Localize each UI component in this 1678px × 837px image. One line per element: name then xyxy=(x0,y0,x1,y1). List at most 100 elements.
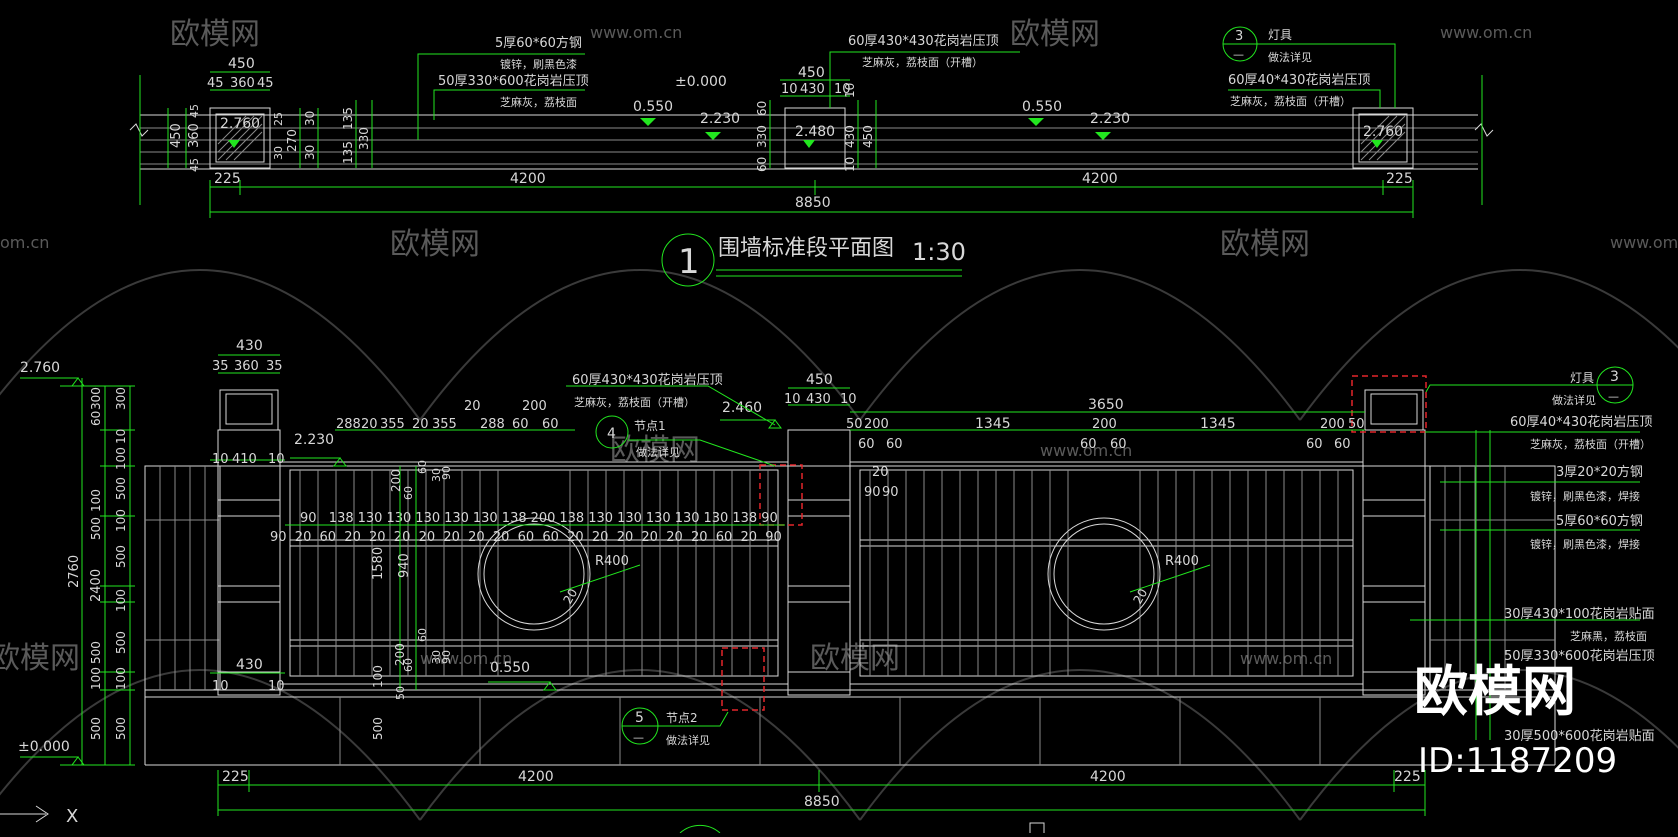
elev-note-sub: 镀锌，刷黑色漆，焊接 xyxy=(1530,537,1640,551)
plan-dim: 450 xyxy=(798,65,825,81)
elev-level-ground: 0.550 xyxy=(490,660,530,676)
elev-dim-left: 100 xyxy=(114,667,128,690)
plan-dim: 10 xyxy=(843,157,857,172)
plan-level-zero: ±0.000 xyxy=(675,74,727,90)
bar-dim-label: 20 xyxy=(443,530,460,545)
elev-mid-dim: 10 xyxy=(840,392,857,407)
elev-dim-left: 60 xyxy=(89,411,103,426)
elev-right-dim: 50 xyxy=(1348,417,1365,432)
bar-dim-label: 20 xyxy=(691,530,708,545)
elev-dim-left: 10 xyxy=(114,429,128,444)
plan-note-lamp-cap-sub: 芝麻灰，荔枝面（开槽） xyxy=(1230,94,1351,108)
plan-dim: 30 xyxy=(303,145,317,160)
elev-lamp-no: 3 xyxy=(1610,369,1619,385)
elev-radius-right: R400 xyxy=(1165,554,1199,569)
elev-vert-dim: 50 xyxy=(394,686,407,700)
elev-dim-left: 500 xyxy=(114,477,128,500)
bar-dim-label: 130 xyxy=(704,511,729,526)
elev-vert-dim: 940 xyxy=(397,553,412,578)
elev-note: 30厚430*100花岗岩贴面 xyxy=(1504,606,1655,622)
plan-dim: 135 xyxy=(341,107,355,130)
elev-note: 3厚20*20方钢 xyxy=(1556,464,1643,480)
elev-right-dim: 1345 xyxy=(975,416,1011,432)
plan-dim: 450 xyxy=(228,56,255,72)
elev-pier-base: 10 xyxy=(268,679,285,694)
elev-dim-total: 8850 xyxy=(804,794,840,810)
bar-dim-label: 130 xyxy=(387,511,412,526)
elev-lamp-name: 灯具 xyxy=(1570,371,1594,385)
elev-small-dim: 90 xyxy=(882,485,899,500)
elev-note-sub: 镀锌，刷黑色漆，焊接 xyxy=(1530,489,1640,503)
plan-title-scale: 1:30 xyxy=(912,238,966,266)
plan-lamp-line: — xyxy=(1233,48,1244,61)
elev-vert-dim: 60 xyxy=(416,628,429,642)
elev-small-dim: 90 xyxy=(864,485,881,500)
elev-vert-dim: 60 xyxy=(402,658,415,672)
elev-note-sub: 芝麻黑，荔枝面 xyxy=(1570,629,1647,643)
bar-dim-label: 20 xyxy=(666,530,683,545)
elev-pier-dim: 35 xyxy=(266,359,283,374)
watermark-site: www.om.cn xyxy=(590,23,682,42)
elev-vert-dim: 200 xyxy=(393,643,407,666)
plan-dim: 45 xyxy=(257,76,274,91)
plan-dim-total: 8850 xyxy=(795,195,831,211)
plan-dim-bottom: 4200 xyxy=(510,171,546,187)
elev-vert-dim: 30 xyxy=(430,650,443,664)
bar-dim-label: 90 xyxy=(300,511,317,526)
bar-dim-label: 20 xyxy=(369,530,386,545)
plan-dim: 270 xyxy=(285,129,299,152)
elev-pier-dim: 430 xyxy=(236,338,263,354)
node1-name: 节点1 xyxy=(634,419,666,433)
elev-dim-left: 100 xyxy=(114,447,128,470)
bar-dim-label: 138 xyxy=(732,511,757,526)
elev-dim-bottom: 4200 xyxy=(518,769,554,785)
elev-level-wall: 2.230 xyxy=(294,432,334,448)
bar-dim-label: 20 xyxy=(295,530,312,545)
elev-pier-inner: 410 xyxy=(232,452,257,467)
plan-dim: 360 xyxy=(230,76,255,91)
bar-dim-label: 90 xyxy=(761,511,778,526)
elev-right-dim: 50 xyxy=(846,417,863,432)
elev-fence-panel-left xyxy=(279,461,789,685)
plan-note-lamp: 灯具 xyxy=(1268,28,1292,42)
bar-dim-label: 60 xyxy=(716,530,733,545)
elev-dim-left: 100 xyxy=(114,509,128,532)
elev-pier-base: 430 xyxy=(236,657,263,673)
elev-right-dim: 200 xyxy=(1092,417,1117,432)
plan-dim: 10 xyxy=(843,83,857,98)
bar-dim-label: 130 xyxy=(646,511,671,526)
elev-vert-dim: 60 xyxy=(416,460,429,474)
elev-right-dim: 60 xyxy=(858,437,875,452)
elev-lamp-line: — xyxy=(1608,390,1619,403)
elev-right-dim: 60 xyxy=(1080,437,1097,452)
elev-right-dim: 60 xyxy=(1306,437,1323,452)
bar-dim-label: 130 xyxy=(617,511,642,526)
plan-note-lamp-sub: 做法详见 xyxy=(1268,50,1312,64)
node2-sub: 做法详见 xyxy=(666,733,710,747)
bar-dim-label: 130 xyxy=(588,511,613,526)
plan-dim: 10 xyxy=(834,82,851,97)
watermark-brand: 欧模网 xyxy=(810,641,900,676)
plan-dim: 60 xyxy=(755,157,769,172)
bar-dim-label: 20 xyxy=(741,530,758,545)
plan-dim: 30 xyxy=(303,111,317,126)
elev-top-dim: 200 xyxy=(522,399,547,414)
elev-lamp-sub: 做法详见 xyxy=(1552,393,1596,407)
elev-dim-left: 100 xyxy=(89,489,103,512)
bar-dim-label: 20 xyxy=(468,530,485,545)
plan-level-mid-pier: 2.480 xyxy=(795,124,835,140)
elev-dim-left: 500 xyxy=(114,631,128,654)
elev-dim-left: 100 xyxy=(114,589,128,612)
lamp-highlight xyxy=(1351,375,1427,433)
elev-pier-base: 10 xyxy=(212,679,229,694)
corner-brand: 欧模网 xyxy=(1414,660,1576,723)
watermark-layer: 欧模网 www.om.cn 欧模网 www.om.cn om.cn 欧模网 欧模… xyxy=(0,17,1678,821)
plan-title-number: 1 xyxy=(678,242,700,282)
plan-title: 围墙标准段平面图 xyxy=(718,236,894,261)
watermark-site: www.om.cn xyxy=(1040,441,1132,460)
plan-level-pier-right: 2.760 xyxy=(1363,124,1403,140)
elev-note: 5厚60*60方钢 xyxy=(1556,513,1643,529)
elev-dim-bottom: 225 xyxy=(222,769,249,785)
plan-level-ground: 0.550 xyxy=(1022,99,1062,115)
elev-dim-total: 2400 xyxy=(89,569,104,602)
